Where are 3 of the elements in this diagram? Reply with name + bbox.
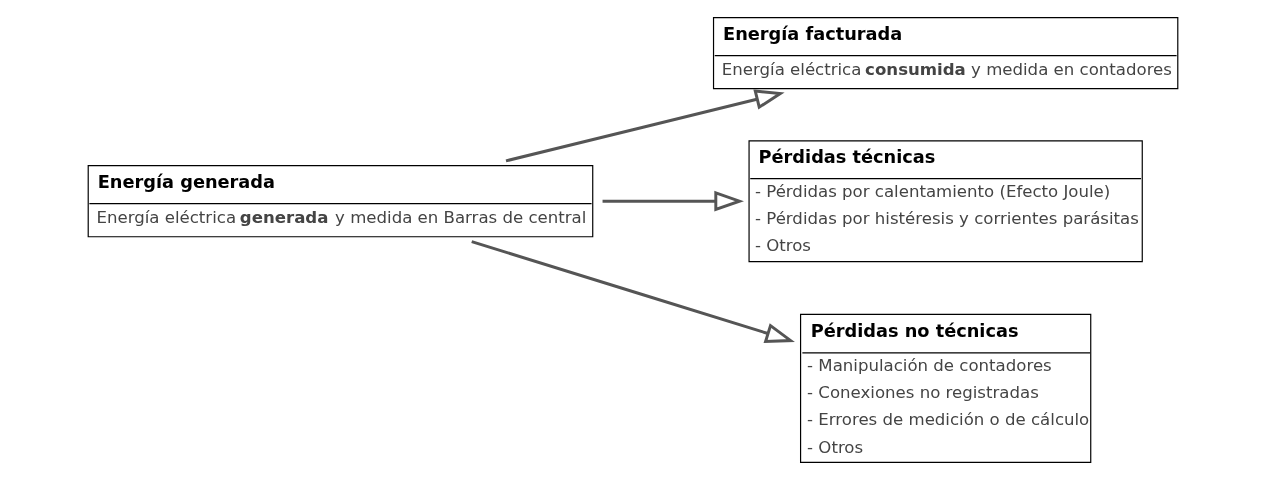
arrow bbox=[602, 190, 744, 212]
arrow bbox=[470, 240, 795, 344]
arrow bbox=[505, 89, 785, 163]
